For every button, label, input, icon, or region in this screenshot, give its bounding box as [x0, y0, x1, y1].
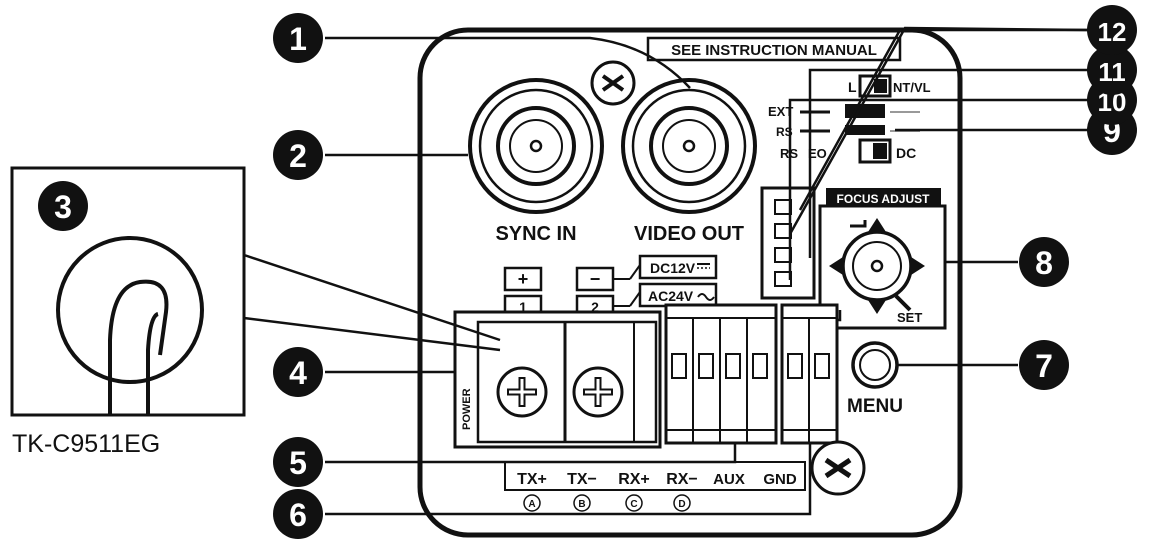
svg-text:TX+: TX+ — [517, 471, 547, 488]
ac24v-label: AC24V — [648, 288, 694, 304]
svg-text:EO: EO — [808, 146, 827, 161]
svg-text:TX−: TX− — [567, 471, 597, 488]
svg-text:+: + — [518, 269, 529, 289]
model-label: TK-C9511EG — [12, 430, 160, 458]
switch-ext[interactable]: EXT — [768, 104, 920, 119]
bottom-screw — [810, 440, 866, 496]
svg-text:RX+: RX+ — [618, 471, 650, 488]
svg-text:12: 12 — [1098, 17, 1127, 47]
callout-12: 12 — [1087, 5, 1137, 55]
svg-text:4: 4 — [289, 355, 307, 391]
callout-4: 4 — [273, 347, 323, 397]
ntvl-label: NT/VL — [893, 80, 931, 95]
dip-switch-module[interactable] — [760, 186, 816, 300]
instruction-label: SEE INSTRUCTION MANUAL — [671, 42, 877, 59]
ext-label: EXT — [768, 104, 793, 119]
svg-text:2: 2 — [289, 138, 307, 174]
rs485-terminal-block[interactable] — [664, 303, 778, 445]
svg-text:AUX: AUX — [713, 471, 745, 488]
svg-text:B: B — [578, 499, 585, 510]
svg-text:3: 3 — [54, 189, 72, 225]
inset-pointer-bottom — [243, 316, 501, 352]
svg-text:1: 1 — [289, 21, 307, 57]
menu-label: MENU — [847, 396, 903, 417]
top-screw — [590, 60, 636, 106]
power-terminal-block[interactable]: POWER — [453, 310, 662, 449]
menu-button[interactable] — [851, 341, 899, 389]
callout-1: 1 — [273, 13, 323, 63]
svg-text:5: 5 — [289, 445, 307, 481]
svg-text:L: L — [848, 79, 857, 95]
sync-in-connector[interactable] — [468, 78, 604, 214]
callout-11: 11 — [1087, 45, 1137, 95]
svg-text:C: C — [630, 499, 637, 510]
inset-pointer-top — [243, 253, 501, 342]
video-out-label: VIDEO OUT — [634, 223, 744, 245]
aux-gnd-terminal-block[interactable] — [780, 303, 839, 445]
svg-text:7: 7 — [1035, 348, 1053, 384]
callout-2: 2 — [273, 130, 323, 180]
terminal-labels: TX+ TX− RX+ RX− AUX GND A B C D — [504, 461, 806, 512]
focus-adjust-label: FOCUS ADJUST — [837, 192, 931, 206]
focus-adjust-pad[interactable]: FOCUS ADJUST SET — [818, 188, 947, 330]
svg-text:8: 8 — [1035, 245, 1053, 281]
svg-text:D: D — [678, 499, 685, 510]
leader-lines — [325, 26, 1089, 516]
dc-label: DC — [896, 145, 916, 161]
video-out-connector[interactable] — [621, 78, 757, 214]
model-inset — [10, 166, 246, 417]
callout-8: 8 — [1019, 237, 1069, 287]
callout-5: 5 — [273, 437, 323, 487]
callout-6: 6 — [273, 489, 323, 539]
sync-in-label: SYNC IN — [495, 223, 576, 245]
callout-3: 3 — [38, 181, 88, 231]
dc12v-label: DC12V — [650, 260, 696, 276]
svg-text:RS: RS — [776, 125, 793, 139]
svg-text:2: 2 — [591, 299, 599, 315]
set-label: SET — [897, 310, 922, 325]
svg-text:1: 1 — [519, 299, 527, 315]
power-label: POWER — [461, 388, 473, 430]
instruction-box — [646, 36, 902, 62]
svg-text:GND: GND — [763, 471, 797, 488]
svg-text:11: 11 — [1098, 57, 1126, 87]
svg-text:RX−: RX− — [666, 471, 698, 488]
callout-7: 7 — [1019, 340, 1069, 390]
svg-text:A: A — [528, 499, 535, 510]
svg-text:6: 6 — [289, 497, 307, 533]
svg-text:−: − — [590, 269, 601, 289]
